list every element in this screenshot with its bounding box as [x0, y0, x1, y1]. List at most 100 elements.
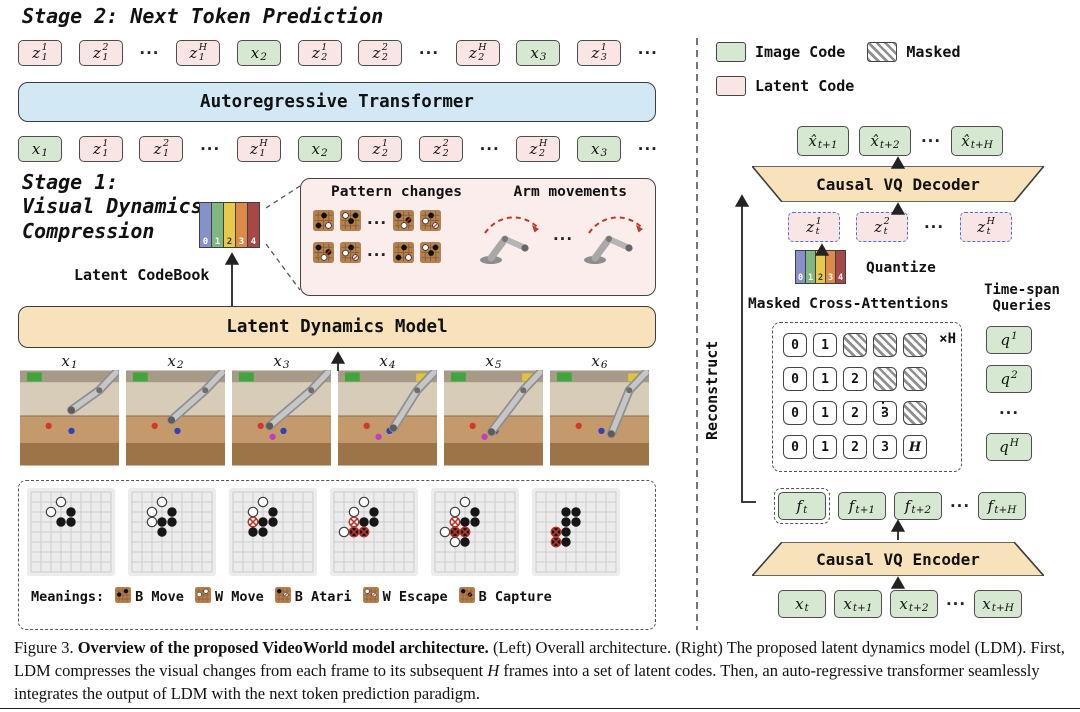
meaning-item: B Atari — [274, 587, 352, 607]
token: x̂t+1 — [796, 126, 849, 156]
attention-cell: 0 — [783, 401, 807, 425]
go-pattern-icon — [420, 210, 442, 235]
attention-cell: 1 — [813, 367, 837, 391]
meanings-label: Meanings: — [31, 589, 105, 605]
go-pattern-icon — [313, 242, 334, 267]
encoder-label: Causal VQ Encoder — [816, 549, 980, 569]
attention-cell: 0 — [783, 333, 807, 357]
ellipsis: ··· — [949, 497, 971, 515]
arm-movements-icons: ··· — [477, 209, 649, 269]
token: x̂t+H — [951, 126, 1004, 156]
reconstruct-label: Reconstruct — [703, 340, 721, 440]
latent-codebook-label: Latent CodeBook — [74, 266, 210, 284]
go-pattern-icon — [362, 587, 379, 607]
frame-image — [232, 368, 333, 470]
attention-cell: 2 — [843, 401, 867, 425]
transformer-label: Autoregressive Transformer — [200, 92, 474, 112]
go-board — [27, 488, 115, 580]
go-pattern-icon — [115, 587, 132, 607]
autoregressive-transformer-box: Autoregressive Transformer — [18, 82, 656, 122]
frame-image — [20, 368, 121, 470]
go-pattern-icon — [393, 242, 415, 267]
go-pattern-icon — [340, 210, 361, 235]
vertical-ellipsis: ⋮ — [876, 400, 890, 416]
go-pattern-icon — [393, 210, 415, 235]
time-span-queries-label: Time-span Queries — [984, 282, 1060, 314]
caption-bold: Overview of the proposed VideoWorld mode… — [77, 638, 489, 657]
ldm-label: Latent Dynamics Model — [226, 317, 448, 337]
ellipsis: ··· — [920, 132, 942, 150]
go-board — [128, 488, 216, 580]
legend-item: Image Code — [716, 42, 845, 62]
attention-cell: 1 — [813, 435, 837, 459]
pattern-icons-row: ··· — [313, 242, 481, 267]
meaning-label: W Escape — [382, 589, 448, 605]
meaning-label: W Move — [214, 589, 264, 605]
page-rule — [0, 708, 1080, 709]
attention-cell: 3 — [873, 401, 897, 425]
go-pattern-icon — [420, 242, 442, 267]
green-swatch — [716, 42, 746, 62]
meaning-label: B Capture — [478, 589, 552, 605]
attention-cell: 2 — [843, 367, 867, 391]
frame-image — [126, 368, 227, 470]
causal-vq-encoder: Causal VQ Encoder — [750, 541, 1046, 577]
meaning-item: W Move — [194, 587, 264, 607]
arm-movements-label: Arm movements — [513, 184, 628, 200]
masked-cell — [843, 333, 867, 357]
legend-label: Masked — [906, 43, 961, 61]
latent-code-semantics-box: Pattern changes Arm movements ······ ··· — [300, 178, 656, 296]
quantize-label: Quantize — [866, 260, 936, 276]
ellipsis: ··· — [998, 404, 1020, 422]
go-pattern-icon — [313, 210, 334, 235]
go-pattern-icon — [274, 587, 291, 607]
latent-dynamics-model-box: Latent Dynamics Model — [18, 306, 656, 348]
legend-label: Latent Code — [755, 77, 855, 95]
stage1-title-line2: Visual Dynamics — [22, 194, 203, 219]
frame-image — [338, 368, 439, 470]
codebook-cell: 4 — [835, 250, 846, 284]
ellipsis: ··· — [139, 44, 160, 62]
causal-vq-decoder: Causal VQ Decoder — [750, 165, 1046, 203]
stage1-title-line3: Compression — [22, 218, 155, 243]
caption-prefix: Figure 3. — [14, 638, 78, 657]
go-pattern-icon — [194, 587, 211, 607]
stage1-title: Stage 1: Visual Dynamics Compression — [22, 170, 203, 243]
stage1-title-line1: Stage 1: — [22, 170, 119, 194]
figure-caption: Figure 3. Overview of the proposed Video… — [14, 637, 1066, 705]
legend-item: Masked — [867, 42, 961, 62]
ellipsis: ··· — [200, 140, 221, 158]
meaning-item: W Escape — [362, 587, 448, 607]
caption-italic-h: H — [487, 660, 500, 680]
ellipsis: ··· — [418, 44, 440, 62]
caption-body2: frames into a set of latent codes. Then,… — [14, 660, 1040, 703]
attention-cell: H — [903, 435, 927, 459]
